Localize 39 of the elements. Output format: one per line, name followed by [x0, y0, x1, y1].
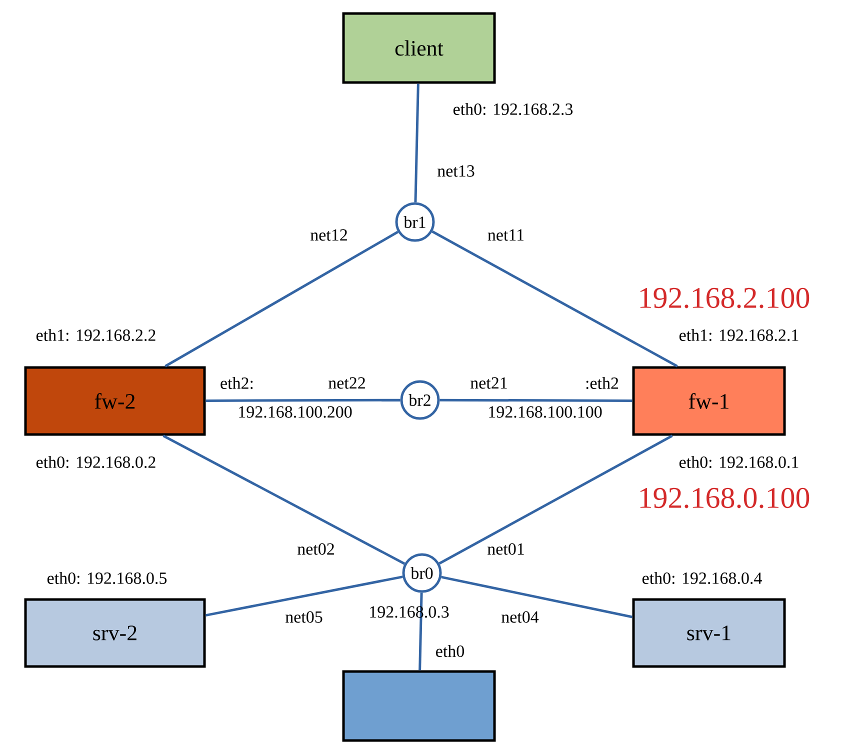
edge-label: net13	[438, 165, 474, 177]
edge-label: net04	[502, 611, 539, 623]
link-line	[164, 230, 399, 368]
ip-label: 192.168.0.100	[640, 488, 810, 508]
interface-label: eth1: 192.168.2.2	[36, 329, 156, 342]
link-line	[438, 434, 673, 565]
interface-label: eth0: 192.168.0.4	[642, 572, 762, 584]
interface-label: 192.168.100.100	[489, 406, 602, 418]
interface-label: eth0: 192.168.2.3	[453, 102, 573, 116]
host-box: fw-1	[632, 366, 786, 436]
interface-label: :eth2	[586, 377, 618, 390]
link-line	[441, 576, 633, 618]
link-line	[162, 434, 406, 565]
interface-label: eth0: 192.168.0.5	[47, 572, 167, 584]
edge-label: net22	[328, 377, 365, 389]
link-line	[432, 230, 678, 368]
interface-label: eth0: 192.168.0.2	[36, 456, 156, 468]
ip-label: 192.168.2.100	[640, 288, 810, 308]
link-line	[440, 398, 632, 402]
interface-label: eth1: 192.168.2.1	[679, 329, 798, 342]
link-line	[414, 84, 420, 202]
link-line	[418, 592, 423, 670]
host-box: client	[342, 12, 496, 84]
edge-label: net02	[298, 543, 334, 555]
interface-label: eth0: 192.168.0.1	[679, 456, 798, 468]
host-box: srv-2	[24, 598, 206, 668]
link-line	[206, 576, 403, 617]
edge-label: net01	[488, 543, 524, 555]
interface-label: eth2:	[220, 377, 253, 390]
host-box: fw-2	[24, 366, 206, 436]
edge-label: net21	[470, 377, 507, 389]
edge-label: net11	[488, 229, 524, 241]
link-line	[206, 398, 400, 402]
host-box: srv-1	[632, 598, 786, 668]
edge-label: net05	[286, 611, 322, 623]
host-box	[342, 670, 496, 742]
interface-label: 192.168.100.200	[239, 406, 352, 418]
interface-label: eth0	[436, 645, 464, 657]
edge-label: net12	[310, 229, 347, 241]
